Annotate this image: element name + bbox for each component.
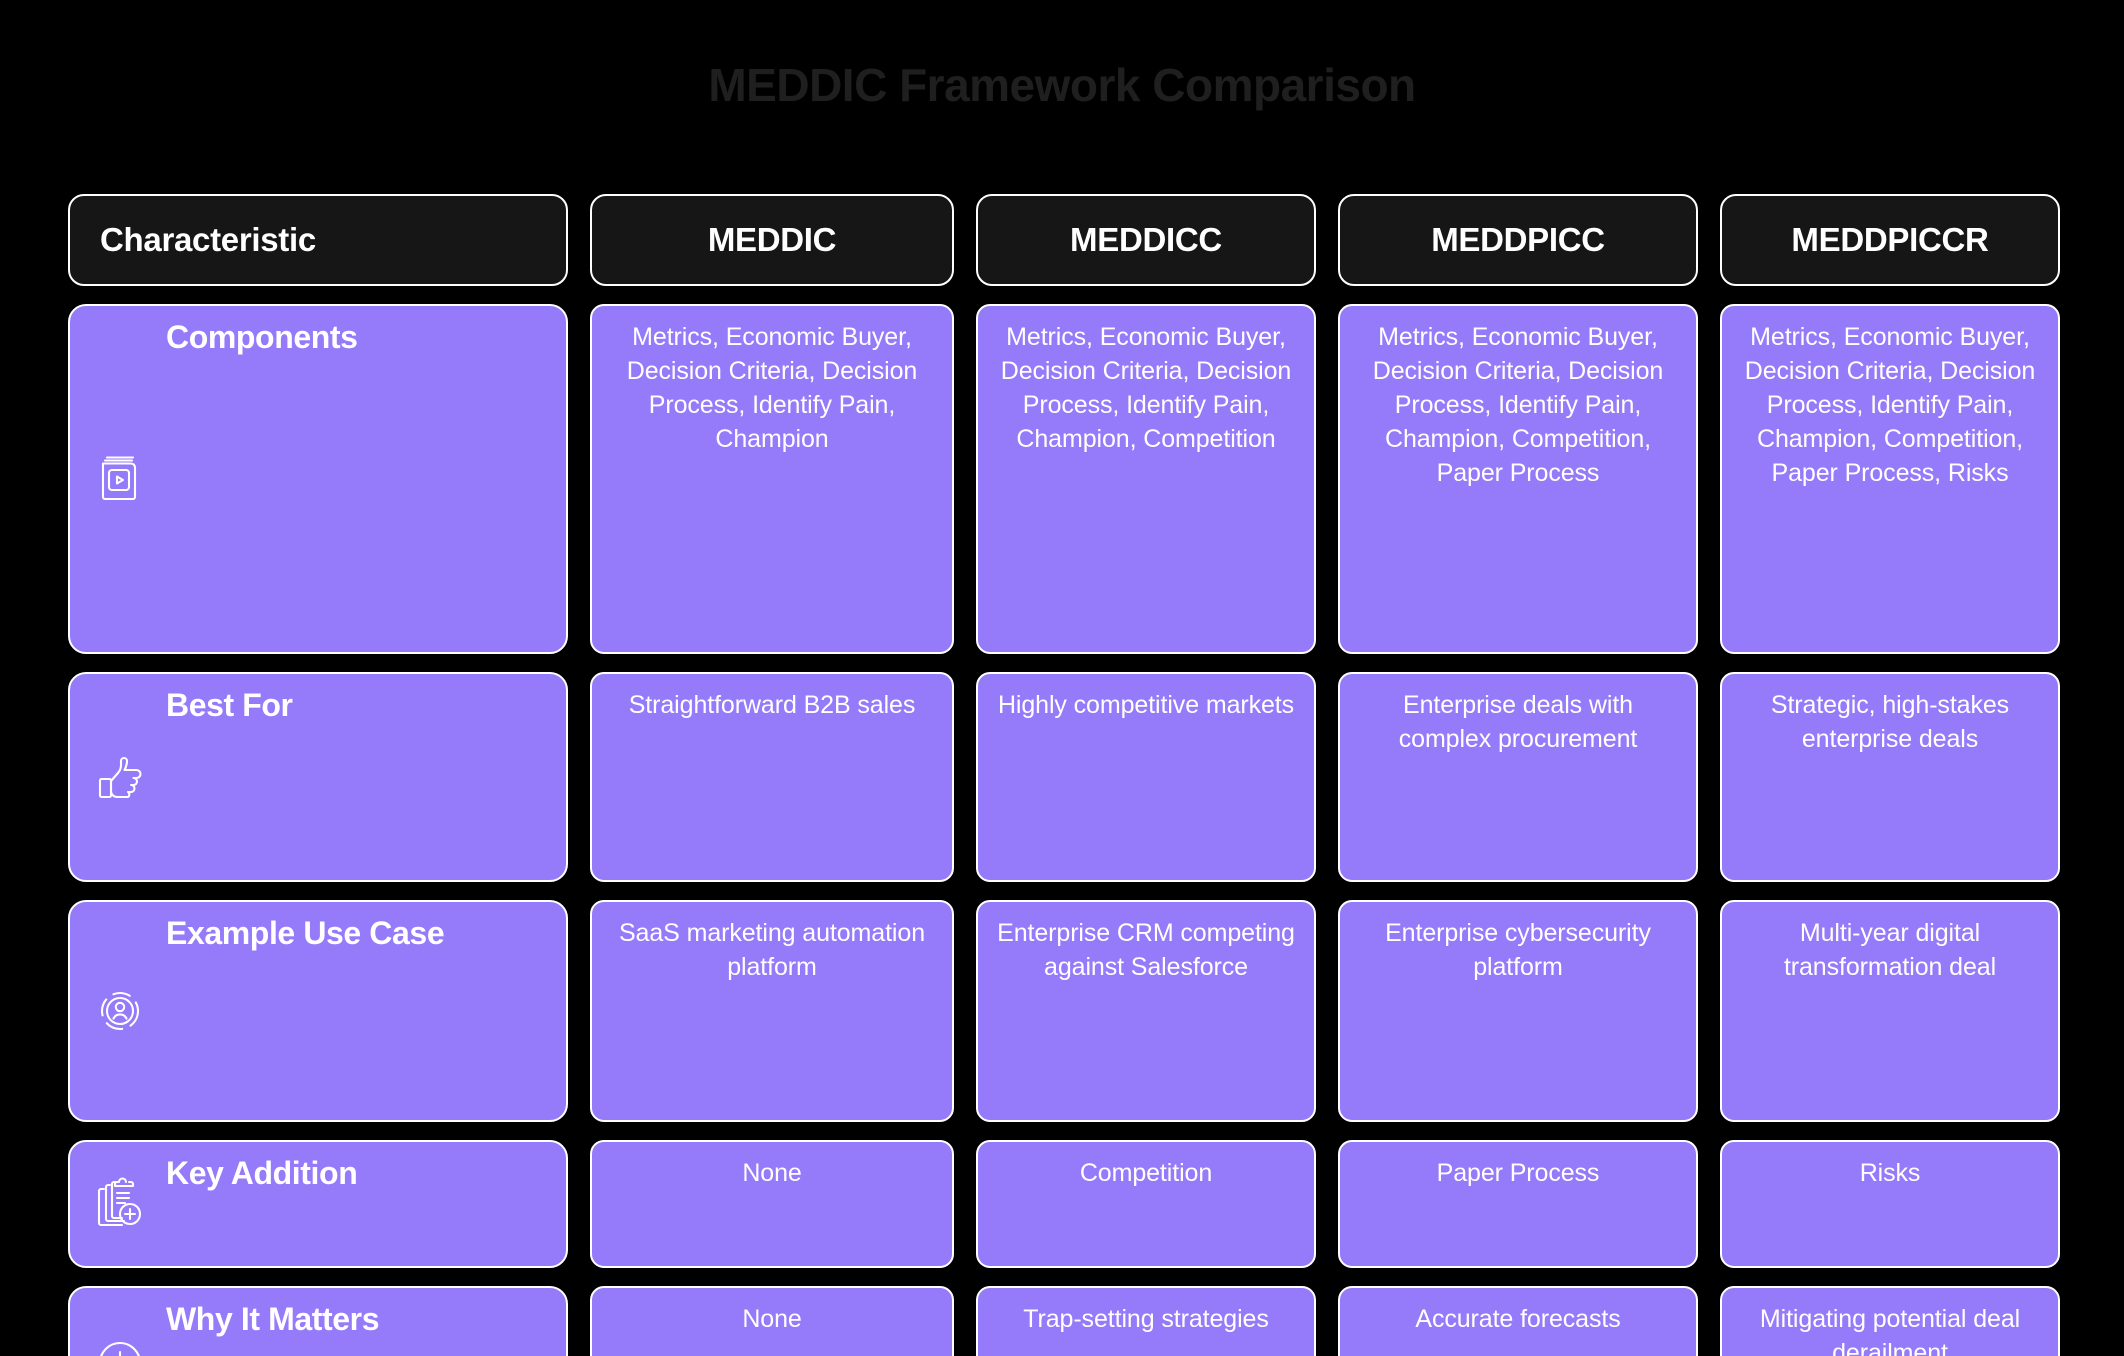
page-title: MEDDIC Framework Comparison (708, 59, 1416, 111)
cell-text: Enterprise CRM competing against Salesfo… (997, 919, 1295, 981)
cell-text: Mitigating potential deal derailment (1759, 1305, 2021, 1356)
cell-why-matters-meddicc: Trap-setting strategies (976, 1286, 1316, 1356)
clipboard-plus-icon (92, 1156, 148, 1252)
row-label-text: Key Addition (166, 1155, 358, 1191)
header-meddpiccr: MEDDPICCR (1720, 194, 2060, 286)
cell-text: Metrics, Economic Buyer, Decision Criter… (1372, 323, 1664, 487)
cell-text: Metrics, Economic Buyer, Decision Criter… (626, 323, 918, 453)
cell-key-addition-meddpiccr: Risks (1720, 1140, 2060, 1268)
cell-components-meddic: Metrics, Economic Buyer, Decision Criter… (590, 304, 954, 654)
comparison-grid: Characteristic MEDDIC MEDDICC MEDDPICC M… (68, 194, 2060, 1356)
row-label-components: Components (68, 304, 568, 654)
cell-use-case-meddpicc: Enterprise cybersecurity platform (1338, 900, 1698, 1122)
cell-text: Metrics, Economic Buyer, Decision Criter… (1000, 323, 1292, 453)
header-label: MEDDIC (707, 221, 837, 258)
cell-key-addition-meddic: None (590, 1140, 954, 1268)
header-meddpicc: MEDDPICC (1338, 194, 1698, 286)
cell-text: Enterprise cybersecurity platform (1385, 919, 1651, 981)
row-label-best-for: Best For (68, 672, 568, 882)
header-meddicc: MEDDICC (976, 194, 1316, 286)
header-label: MEDDICC (1070, 221, 1222, 258)
cell-why-matters-meddic: None (590, 1286, 954, 1356)
cell-key-addition-meddpicc: Paper Process (1338, 1140, 1698, 1268)
cell-best-for-meddpiccr: Strategic, high-stakes enterprise deals (1720, 672, 2060, 882)
book-play-icon (92, 320, 148, 638)
cell-use-case-meddicc: Enterprise CRM competing against Salesfo… (976, 900, 1316, 1122)
cell-text: Enterprise deals with complex procuremen… (1398, 691, 1638, 753)
cell-components-meddpicc: Metrics, Economic Buyer, Decision Criter… (1338, 304, 1698, 654)
row-label-example-use-case: Example Use Case (68, 900, 568, 1122)
row-label-key-addition: Key Addition (68, 1140, 568, 1268)
row-label-text: Why It Matters (166, 1301, 380, 1337)
cell-text: Competition (1079, 1159, 1213, 1187)
row-label-text: Example Use Case (166, 915, 445, 951)
thumbs-up-icon (92, 688, 148, 866)
row-label-text: Best For (166, 687, 293, 723)
cell-best-for-meddicc: Highly competitive markets (976, 672, 1316, 882)
cell-components-meddicc: Metrics, Economic Buyer, Decision Criter… (976, 304, 1316, 654)
cell-text: None (742, 1305, 802, 1333)
cell-why-matters-meddpiccr: Mitigating potential deal derailment (1720, 1286, 2060, 1356)
cell-use-case-meddic: SaaS marketing automation platform (590, 900, 954, 1122)
user-target-icon (92, 916, 148, 1106)
cell-text: Highly competitive markets (997, 691, 1295, 719)
row-label-text: Components (166, 319, 358, 355)
cell-text: Metrics, Economic Buyer, Decision Criter… (1744, 323, 2036, 487)
header-label: MEDDPICC (1431, 221, 1605, 258)
cell-text: None (742, 1159, 802, 1187)
cell-text: Multi-year digital transformation deal (1783, 919, 1997, 981)
header-label: MEDDPICCR (1791, 221, 1989, 258)
cell-text: Strategic, high-stakes enterprise deals (1770, 691, 2010, 753)
cell-text: Straightforward B2B sales (628, 691, 916, 719)
cell-best-for-meddpicc: Enterprise deals with complex procuremen… (1338, 672, 1698, 882)
cell-best-for-meddic: Straightforward B2B sales (590, 672, 954, 882)
exclamation-circle-icon (92, 1302, 148, 1356)
cell-key-addition-meddicc: Competition (976, 1140, 1316, 1268)
header-meddic: MEDDIC (590, 194, 954, 286)
header-label: Characteristic (100, 221, 316, 258)
cell-components-meddpiccr: Metrics, Economic Buyer, Decision Criter… (1720, 304, 2060, 654)
cell-text: Paper Process (1436, 1159, 1600, 1187)
header-characteristic: Characteristic (68, 194, 568, 286)
cell-text: Accurate forecasts (1415, 1305, 1621, 1333)
cell-use-case-meddpiccr: Multi-year digital transformation deal (1720, 900, 2060, 1122)
cell-text: Trap-setting strategies (1023, 1305, 1269, 1333)
row-label-why-it-matters: Why It Matters (68, 1286, 568, 1356)
cell-why-matters-meddpicc: Accurate forecasts (1338, 1286, 1698, 1356)
cell-text: Risks (1859, 1159, 1921, 1187)
cell-text: SaaS marketing automation platform (618, 919, 925, 981)
